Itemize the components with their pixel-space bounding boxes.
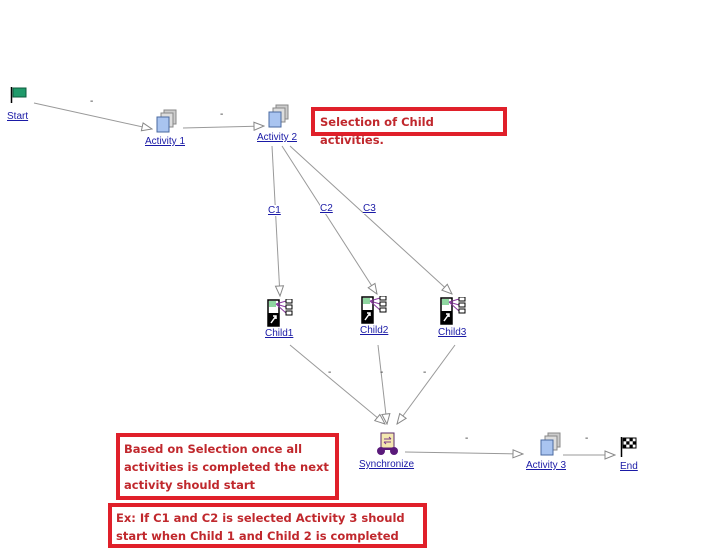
edge-child2-sync (377, 344, 387, 424)
node-child3[interactable]: Child3 (438, 327, 467, 338)
activity-icon[interactable] (539, 432, 563, 456)
synchronize-icon[interactable] (376, 432, 400, 456)
edge-label: - (423, 367, 427, 378)
edge-label-c2[interactable]: C2 (320, 203, 333, 214)
edge-label-c3[interactable]: C3 (363, 203, 376, 214)
node-child1[interactable]: Child1 (265, 328, 294, 339)
node-activity-3[interactable]: Activity 3 (526, 460, 567, 471)
node-synchronize[interactable]: Synchronize (359, 459, 415, 470)
edge-label: - (585, 433, 589, 444)
note-example: Ex: If C1 and C2 is selected Activity 3 … (108, 503, 427, 548)
note-based-on-selection: Based on Selection once all activities i… (116, 433, 339, 500)
node-activity-1[interactable]: Activity 1 (145, 136, 186, 147)
node-child2[interactable]: Child2 (360, 325, 389, 336)
edge-child1-sync (289, 344, 385, 424)
activity-icon[interactable] (155, 109, 179, 133)
edge-activity2-child2 (281, 145, 377, 294)
edge-label-c1[interactable]: C1 (268, 205, 281, 216)
edge-child3-sync (397, 344, 456, 424)
edge-label: - (328, 367, 332, 378)
edge-activity1-activity2 (182, 126, 264, 128)
child-subprocess-icon[interactable] (267, 299, 297, 327)
edge-start-activity1 (33, 102, 152, 129)
start-flag-icon[interactable] (10, 87, 28, 103)
edge-sync-activity3 (404, 452, 523, 454)
edge-label: - (380, 367, 384, 378)
edge-activity2-child1 (271, 145, 280, 296)
node-end[interactable]: End (620, 461, 638, 472)
note-selection: Selection of Child activities. (311, 107, 507, 147)
end-checkered-flag-icon[interactable] (620, 437, 638, 457)
edge-activity2-child3 (289, 145, 452, 294)
child-subprocess-icon[interactable] (440, 297, 470, 325)
child-subprocess-icon[interactable] (361, 296, 391, 324)
edge-label: - (465, 433, 469, 444)
edge-label: - (220, 109, 224, 120)
edge-label: - (90, 96, 94, 107)
activity-icon[interactable] (267, 104, 291, 128)
node-activity-2[interactable]: Activity 2 (257, 132, 298, 143)
node-start[interactable]: Start (7, 111, 29, 122)
